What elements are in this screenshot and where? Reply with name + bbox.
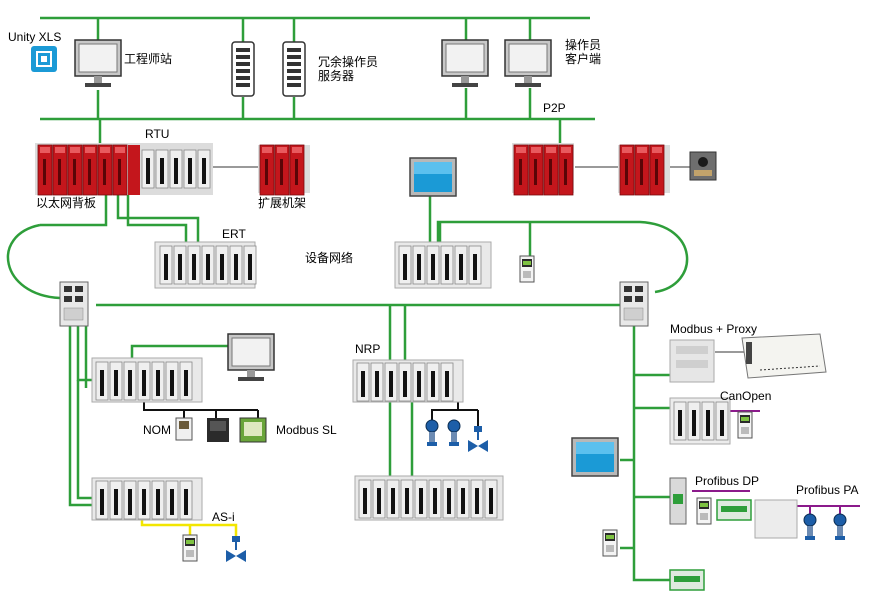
canopen-device-icon [737, 411, 753, 439]
modbus-proxy-label: Modbus + Proxy [670, 322, 757, 336]
touch-panel-icon [409, 157, 457, 197]
modem-icon [689, 151, 717, 181]
gray-links [212, 166, 745, 353]
asi-plc-rack-icon [91, 477, 203, 521]
operator-client-monitor-icon [441, 39, 489, 88]
operator-client-monitor-icon-2 [504, 39, 552, 88]
profibus-dp-coupler-icon [669, 477, 687, 525]
redundant-server-label-line1: 冗余操作员 [318, 54, 378, 69]
nrp-valve-icon [468, 426, 488, 452]
right-touch-panel-icon [571, 437, 619, 477]
network-lines [6, 16, 689, 582]
operator-client-label-line2: 客户端 [565, 51, 601, 66]
p2p-label: P2P [543, 101, 566, 115]
profibus-pa-sensor-icon [803, 513, 817, 541]
profibus-dp-device-icon [696, 497, 712, 525]
nrp-sensor-icon-2 [447, 419, 461, 447]
asi-valve-icon [226, 536, 246, 562]
left-monitor-icon [227, 333, 275, 382]
profibus-dp-label: Profibus DP [695, 474, 759, 488]
expansion-rack-plc-icon [258, 144, 310, 196]
redundant-server-label-line2: 服务器 [318, 68, 354, 83]
engineering-station-monitor-icon [74, 39, 122, 88]
modbus-sl-label: Modbus SL [276, 423, 337, 437]
canopen-io-rack-icon [669, 397, 731, 445]
nrp-plc-rack-icon [352, 359, 464, 403]
server-icon [231, 41, 255, 97]
left-switch-icon [59, 281, 89, 327]
engineering-station-label: 工程师站 [124, 51, 172, 66]
modbus-proxy-io-icon [741, 333, 827, 379]
nrp-sensor-icon [425, 419, 439, 447]
as-i-label: AS-i [212, 510, 235, 524]
operator-client-label-line1: 操作员 [565, 37, 601, 52]
modbus-sl-device-icon [207, 418, 229, 442]
ert-label: ERT [222, 227, 246, 241]
ert-plc-rack-icon [154, 241, 257, 289]
bottom-io-module-icon [669, 569, 705, 591]
profibus-pa-io-icon [754, 499, 798, 539]
p2p-plc-rack-icon [512, 143, 574, 196]
modbus-proxy-gateway-icon [669, 339, 715, 383]
canopen-label: CanOpen [720, 389, 771, 403]
nom-device-icon [175, 417, 193, 441]
profibus-pa-label: Profibus PA [796, 483, 858, 497]
right-switch-icon [619, 281, 649, 327]
unity-xls-label: Unity XLS [8, 30, 61, 44]
profibus-dp-io-icon [716, 499, 752, 521]
modbus-sl-panel-icon [239, 417, 267, 443]
rtu-label: RTU [145, 127, 169, 141]
power-supply-device-icon [519, 255, 535, 283]
nrp-lower-plc-rack-icon [354, 475, 504, 521]
nom-plc-rack-icon [91, 357, 203, 403]
expansion-rack-label: 扩展机架 [258, 196, 306, 210]
nrp-label: NRP [355, 342, 380, 356]
asi-device-icon [182, 534, 198, 562]
bottom-device-icon [602, 529, 618, 557]
profibus-pa-sensor-icon-2 [833, 513, 847, 541]
server-icon-2 [282, 41, 306, 97]
ethernet-backplane-label: 以太网背板 [36, 195, 96, 210]
unity-logo-icon [31, 46, 57, 72]
p2p-remote-plc-icon [618, 144, 670, 196]
device-network-label: 设备网络 [305, 250, 353, 265]
device-network-rack-icon [394, 241, 492, 289]
nom-label: NOM [143, 423, 171, 437]
rtu-plc-rack-icon [35, 143, 213, 196]
